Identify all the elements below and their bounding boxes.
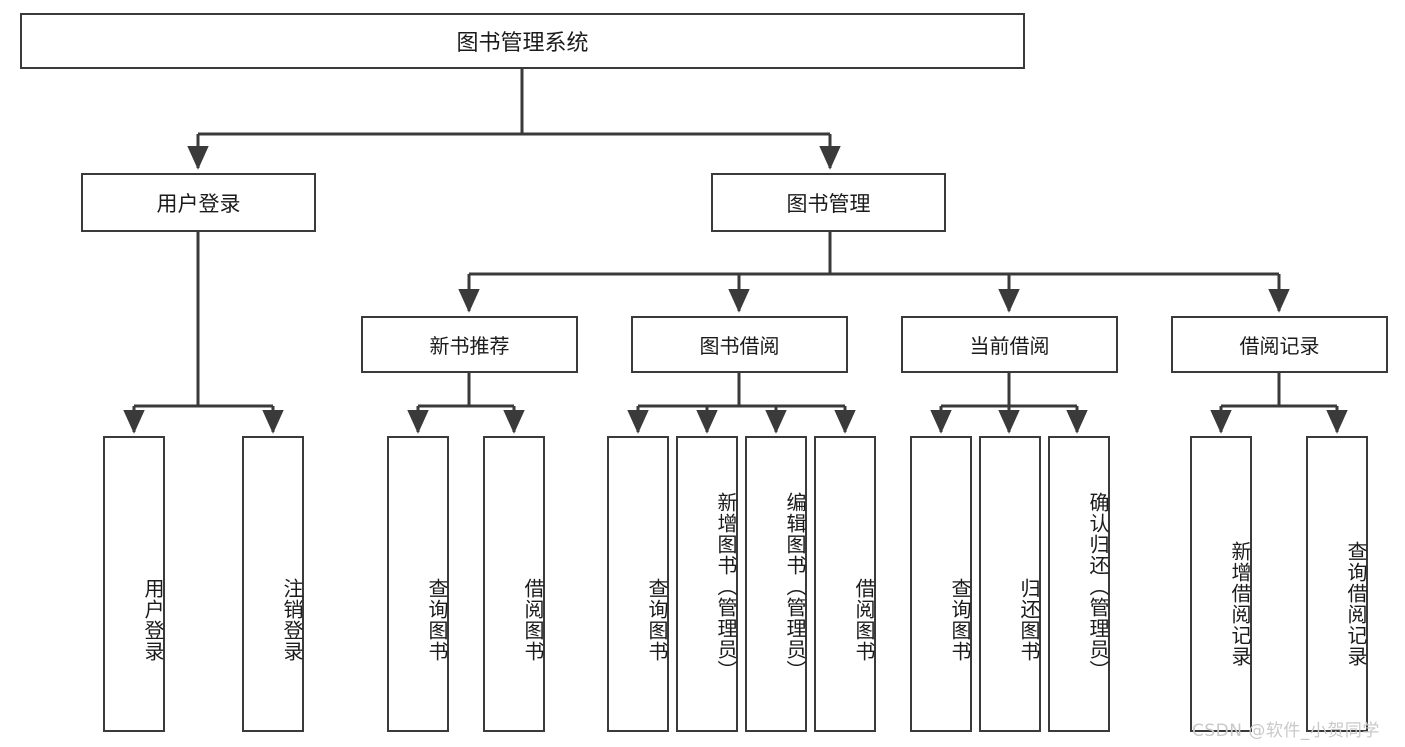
node-borrow-record-label: 借阅记录 — [1239, 334, 1320, 358]
node-current-borrow[interactable]: 当前借阅 — [901, 316, 1118, 373]
node-book-borrow-label: 图书借阅 — [699, 334, 780, 358]
node-current-borrow-label: 当前借阅 — [969, 334, 1050, 358]
node-book-management-label: 图书管理 — [786, 191, 871, 216]
leaf-bookborrow-query-book-label: 查询图书 — [645, 578, 669, 662]
leaf-borrowrecord-query-record-label: 查询借阅记录 — [1344, 541, 1368, 667]
leaf-bookborrow-borrow-book[interactable]: 借阅图书 — [814, 436, 876, 732]
leaf-borrowrecord-add-record[interactable]: 新增借阅记录 — [1190, 436, 1252, 732]
leaf-newbook-query-book-label: 查询图书 — [425, 578, 449, 662]
node-new-book-recommend-label: 新书推荐 — [429, 334, 510, 358]
leaf-currentborrow-confirm-return[interactable]: 确认归还（管理员） — [1048, 436, 1110, 732]
leaf-borrowrecord-query-record[interactable]: 查询借阅记录 — [1306, 436, 1368, 732]
leaf-bookborrow-add-book-label: 新增图书（管理员） — [714, 491, 738, 681]
leaf-borrowrecord-add-record-label: 新增借阅记录 — [1228, 541, 1252, 667]
node-book-borrow[interactable]: 图书借阅 — [631, 316, 848, 373]
node-root[interactable]: 图书管理系统 — [20, 13, 1025, 69]
node-book-management[interactable]: 图书管理 — [711, 173, 946, 232]
leaf-logout-label: 注销登录 — [280, 578, 304, 662]
leaf-currentborrow-query-book-label: 查询图书 — [948, 578, 972, 662]
node-new-book-recommend[interactable]: 新书推荐 — [361, 316, 578, 373]
leaf-user-login[interactable]: 用户登录 — [103, 436, 165, 732]
leaf-logout[interactable]: 注销登录 — [242, 436, 304, 732]
leaf-currentborrow-query-book[interactable]: 查询图书 — [910, 436, 972, 732]
leaf-bookborrow-edit-book[interactable]: 编辑图书（管理员） — [745, 436, 807, 732]
node-borrow-record[interactable]: 借阅记录 — [1171, 316, 1388, 373]
node-user-login-label: 用户登录 — [156, 191, 241, 216]
leaf-user-login-label: 用户登录 — [141, 578, 165, 662]
leaf-currentborrow-return-book-label: 归还图书 — [1017, 578, 1041, 662]
leaf-newbook-query-book[interactable]: 查询图书 — [387, 436, 449, 732]
leaf-bookborrow-edit-book-label: 编辑图书（管理员） — [783, 491, 807, 681]
leaf-newbook-borrow-book-label: 借阅图书 — [521, 578, 545, 662]
leaf-currentborrow-confirm-return-label: 确认归还（管理员） — [1086, 491, 1110, 681]
leaf-bookborrow-add-book[interactable]: 新增图书（管理员） — [676, 436, 738, 732]
leaf-currentborrow-return-book[interactable]: 归还图书 — [979, 436, 1041, 732]
leaf-newbook-borrow-book[interactable]: 借阅图书 — [483, 436, 545, 732]
leaf-bookborrow-query-book[interactable]: 查询图书 — [607, 436, 669, 732]
leaf-bookborrow-borrow-book-label: 借阅图书 — [852, 578, 876, 662]
csdn-watermark: CSDN @软件_小贺同学 — [1192, 721, 1380, 741]
node-root-label: 图书管理系统 — [456, 31, 589, 56]
node-user-login[interactable]: 用户登录 — [81, 173, 316, 232]
